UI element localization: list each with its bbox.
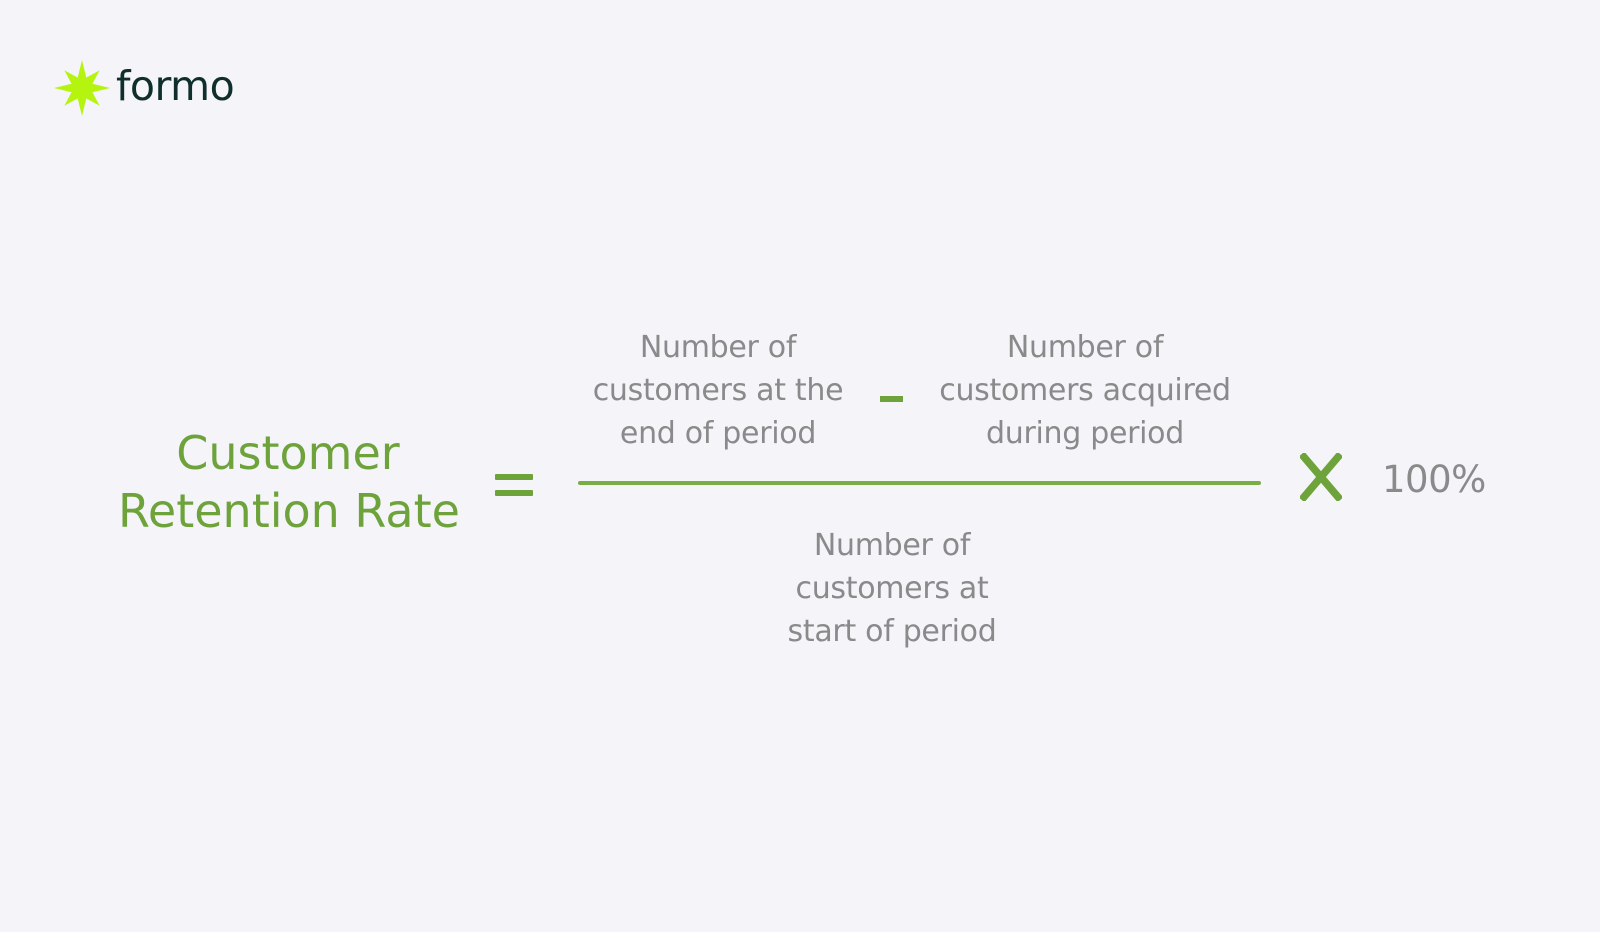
term-line: customers at the: [592, 373, 844, 408]
result-label-line-1: Customer: [176, 426, 400, 480]
term-line: Number of: [813, 528, 971, 563]
formula-result-label: Customer Retention Rate: [118, 424, 460, 540]
numerator-term-acquired-customers: Number of customers acquired during peri…: [915, 326, 1255, 455]
minus-sign: [880, 396, 903, 402]
equals-bar-top: [495, 474, 533, 480]
starburst-icon: [54, 60, 110, 116]
percentage-factor: 100%: [1382, 458, 1486, 501]
numerator-term-end-customers: Number of customers at the end of period: [568, 326, 868, 455]
multiply-sign: [1300, 453, 1342, 501]
denominator-term-start-customers: Number of customers at start of period: [752, 524, 1032, 653]
term-line: customers at: [795, 571, 989, 606]
fraction-bar: [578, 481, 1261, 485]
term-line: customers acquired: [939, 373, 1231, 408]
term-line: end of period: [619, 416, 817, 451]
term-line: start of period: [787, 614, 997, 649]
result-label-line-2: Retention Rate: [118, 484, 460, 538]
term-line: Number of: [1006, 330, 1164, 365]
equals-sign: [495, 474, 535, 502]
term-line: during period: [986, 416, 1184, 451]
equals-bar-bottom: [495, 490, 533, 496]
term-line: Number of: [639, 330, 797, 365]
brand-name: formo: [116, 61, 235, 110]
brand-logo[interactable]: formo: [52, 56, 235, 120]
